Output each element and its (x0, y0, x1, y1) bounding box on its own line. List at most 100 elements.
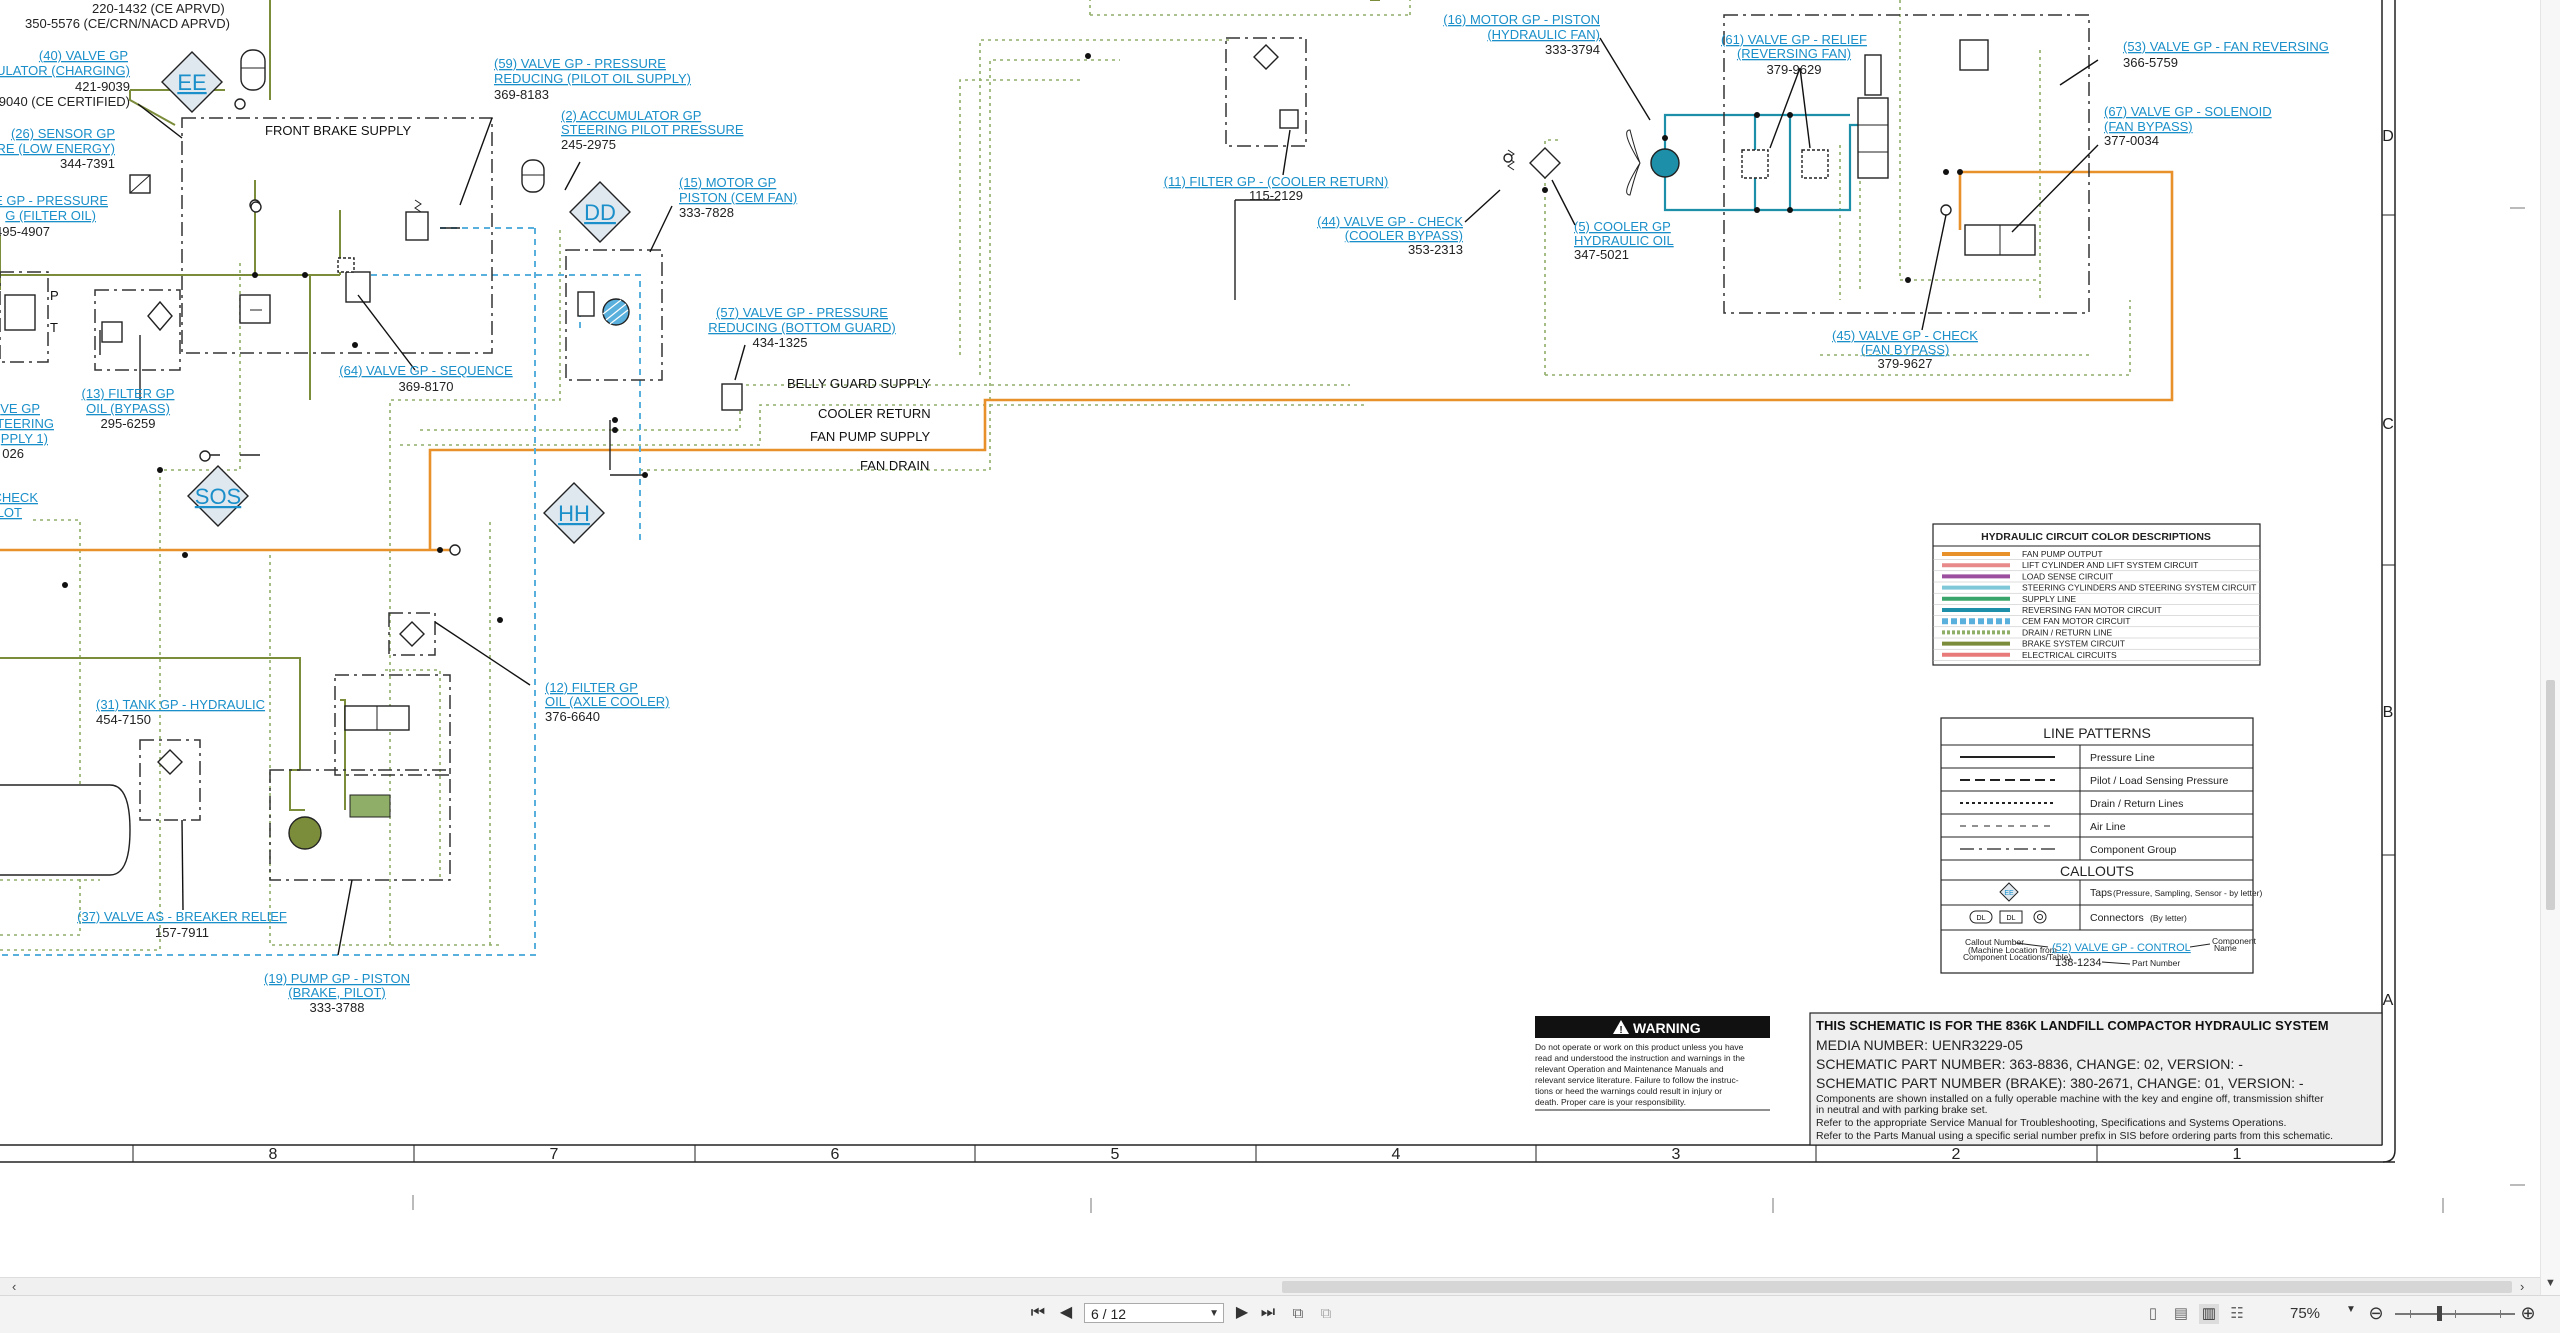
last-page-button[interactable]: ⏭ (1260, 1304, 1276, 1321)
zoom-in-button[interactable]: ⊕ (2520, 1303, 2536, 1323)
callout-16[interactable]: (16) MOTOR GP - PISTON (HYDRAULIC FAN) 3… (1443, 12, 1600, 57)
connector-sample-b: DL (2007, 915, 2016, 922)
callout-2[interactable]: (2) ACCUMULATOR GP STEERING PILOT PRESSU… (561, 108, 744, 152)
title-note-3: Refer to the appropriate Service Manual … (1816, 1117, 2286, 1129)
viewer-status-bar: ⏮ ◀ 6 / 12 ▼ ▶ ⏭ ⧉ ⧉ ▯ ▤ ▥ ☷ 75% ▼ ⊖ ⊕ (0, 1295, 2560, 1333)
callout-45[interactable]: (45) VALVE GP - CHECK (FAN BYPASS) 379-9… (1832, 328, 1978, 371)
legend-label: CEM FAN MOTOR CIRCUIT (2022, 616, 2130, 626)
callout-sample: (52) VALVE GP - CONTROL (2052, 942, 2191, 954)
scroll-left-arrow-icon[interactable]: ‹ (12, 1279, 17, 1294)
horizontal-scroll-thumb[interactable] (1282, 1281, 2512, 1293)
svg-text:(BRAKE, PILOT): (BRAKE, PILOT) (288, 985, 386, 1000)
scroll-down-arrow-icon[interactable]: ▼ (2545, 1277, 2556, 1289)
zoom-level[interactable]: 75% (2290, 1305, 2321, 1322)
legend-label: FAN PUMP OUTPUT (2022, 549, 2103, 559)
svg-text:366-5759: 366-5759 (2123, 55, 2178, 70)
callout-26[interactable]: (26) SENSOR GP RE (LOW ENERGY) 344-7391 (0, 126, 115, 171)
svg-text:(59) VALVE GP - PRESSURE: (59) VALVE GP - PRESSURE (494, 56, 666, 71)
callout-40[interactable]: (40) VALVE GP ULATOR (CHARGING) 421-9039… (0, 48, 130, 109)
tap-sos[interactable]: SOS (187, 465, 249, 527)
callout-67[interactable]: (67) VALVE GP - SOLENOID (FAN BYPASS) 37… (2104, 104, 2272, 148)
reversing-fan-group (1723, 14, 2090, 314)
callout-61[interactable]: (61) VALVE GP - RELIEF (REVERSING FAN) 3… (1721, 32, 1867, 77)
page-number-input[interactable]: 6 / 12 ▼ (1084, 1303, 1224, 1323)
hydraulic-schematic: 8 7 6 5 4 3 2 1 D C B A (0, 0, 2525, 1213)
svg-text:421-9039: 421-9039 (75, 79, 130, 94)
legend-label: DRAIN / RETURN LINE (2022, 627, 2113, 637)
previous-page-button[interactable]: ◀ (1059, 1304, 1073, 1321)
callout-12[interactable]: (12) FILTER GP OIL (AXLE COOLER) 376-664… (545, 680, 670, 724)
callout-37[interactable]: (37) VALVE AS - BREAKER RELIEF 157-7911 (77, 909, 287, 940)
zone-a: A (2383, 992, 2394, 1009)
svg-text:(61) VALVE GP - RELIEF: (61) VALVE GP - RELIEF (1721, 32, 1867, 47)
tap-sample: EE (2004, 890, 2014, 897)
svg-text:(FAN BYPASS): (FAN BYPASS) (1861, 342, 1950, 357)
callout-steering-supply[interactable]: VE GP TEERING PPLY 1) 026 (0, 401, 54, 461)
zoom-slider-handle[interactable] (2437, 1306, 2442, 1321)
label-belly-guard-supply: BELLY GUARD SUPPLY (787, 376, 931, 391)
first-page-button[interactable]: ⏮ (1030, 1304, 1046, 1321)
copy-page-icon[interactable]: ⧉ (1292, 1305, 1304, 1322)
page-dropdown-icon[interactable]: ▼ (1209, 1308, 1219, 1319)
callout-13[interactable]: (13) FILTER GP OIL (BYPASS) 295-6259 (82, 386, 175, 431)
callout-leaders (137, 37, 2099, 956)
callouts-title: CALLOUTS (2060, 863, 2134, 879)
svg-text:(2) ACCUMULATOR GP: (2) ACCUMULATOR GP (561, 108, 701, 123)
page-number-value: 6 / 12 (1091, 1306, 1127, 1322)
svg-text:369-8183: 369-8183 (494, 87, 549, 102)
tap-hh[interactable]: HH (543, 482, 605, 544)
callout-15[interactable]: (15) MOTOR GP PISTON (CEM FAN) 333-7828 (679, 175, 797, 220)
pattern-air-line: Air Line (2090, 821, 2126, 833)
callout-44[interactable]: (44) VALVE GP - CHECK (COOLER BYPASS) 35… (1317, 214, 1463, 257)
zoom-dropdown-icon[interactable]: ▼ (2346, 1304, 2356, 1315)
svg-text:347-5021: 347-5021 (1574, 247, 1629, 262)
tap-dd[interactable]: DD (569, 181, 631, 243)
two-page-view-icon[interactable]: ▥ (2199, 1304, 2219, 1324)
compare-page-icon[interactable]: ⧉ (1320, 1305, 1332, 1322)
callout-64[interactable]: (64) VALVE GP - SEQUENCE 369-8170 (339, 363, 513, 394)
svg-text:EE: EE (177, 70, 206, 95)
svg-text:(12) FILTER GP: (12) FILTER GP (545, 680, 638, 695)
filter-bypass-group (94, 289, 181, 371)
document-viewport[interactable]: 8 7 6 5 4 3 2 1 D C B A (0, 0, 2560, 1295)
scroll-right-arrow-icon[interactable]: › (2520, 1279, 2525, 1294)
warning-line-6: death. Proper care is your responsibilit… (1535, 1097, 1686, 1107)
title-note-1: Components are shown installed on a full… (1816, 1093, 2324, 1105)
svg-text:333-3794: 333-3794 (1545, 42, 1600, 57)
callout-19[interactable]: (19) PUMP GP - PISTON (BRAKE, PILOT) 333… (264, 971, 410, 1015)
svg-text:(44) VALVE GP - CHECK: (44) VALVE GP - CHECK (1317, 214, 1463, 229)
callout-57[interactable]: (57) VALVE GP - PRESSURE REDUCING (BOTTO… (708, 305, 896, 350)
callout-11[interactable]: (11) FILTER GP - (COOLER RETURN) 115-212… (1164, 174, 1389, 203)
two-page-continuous-view-icon[interactable]: ☷ (2230, 1305, 2244, 1322)
callout-59[interactable]: (59) VALVE GP - PRESSURE REDUCING (PILOT… (494, 56, 691, 102)
drain-lines (0, 0, 2131, 951)
junction-dots (62, 53, 1963, 623)
vertical-scroll-thumb[interactable] (2546, 680, 2555, 910)
schematic-part-number: SCHEMATIC PART NUMBER: 363-8836, CHANGE:… (1816, 1056, 2243, 1072)
label-cooler-return: COOLER RETURN (818, 406, 931, 421)
callout-5[interactable]: (5) COOLER GP HYDRAULIC OIL 347-5021 (1574, 219, 1674, 262)
taps-note: (Pressure, Sampling, Sensor - by letter) (2113, 888, 2262, 898)
color-legend-title: HYDRAULIC CIRCUIT COLOR DESCRIPTIONS (1981, 531, 2211, 543)
svg-text:333-7828: 333-7828 (679, 205, 734, 220)
callout-top-left[interactable]: 220-1432 (CE APRVD) 350-5576 (CE/CRN/NAC… (25, 1, 230, 31)
continuous-view-icon[interactable]: ▤ (2173, 1305, 2189, 1322)
zoom-out-button[interactable]: ⊖ (2368, 1303, 2384, 1323)
single-page-view-icon[interactable]: ▯ (2148, 1305, 2158, 1322)
callout-pressure-valve-filter[interactable]: E GP - PRESSURE G (FILTER OIL) 495-4907 (0, 193, 108, 239)
next-page-button[interactable]: ▶ (1235, 1304, 1249, 1321)
warning-line-1: Do not operate or work on this product u… (1535, 1042, 1744, 1052)
callout-53[interactable]: (53) VALVE GP - FAN REVERSING 366-5759 (2123, 39, 2329, 70)
horizontal-scrollbar[interactable]: ‹ › (0, 1277, 2540, 1295)
zone-b: B (2383, 704, 2394, 721)
svg-text:(64) VALVE GP - SEQUENCE: (64) VALVE GP - SEQUENCE (339, 363, 513, 378)
zone-markers-bottom: 8 7 6 5 4 3 2 1 (132, 1145, 2242, 1163)
callout-31[interactable]: (31) TANK GP - HYDRAULIC 454-7150 (96, 697, 265, 727)
axle-cooler-filter-group (388, 612, 436, 656)
tap-ee[interactable]: EE (161, 51, 223, 113)
svg-text:434-1325: 434-1325 (753, 335, 808, 350)
vertical-scrollbar[interactable]: ▼ (2540, 0, 2560, 1295)
connectors-label: Connectors (2090, 912, 2144, 924)
callout-check-pilot[interactable]: CHECK LOT (0, 490, 38, 520)
svg-text:369-8170: 369-8170 (399, 379, 454, 394)
